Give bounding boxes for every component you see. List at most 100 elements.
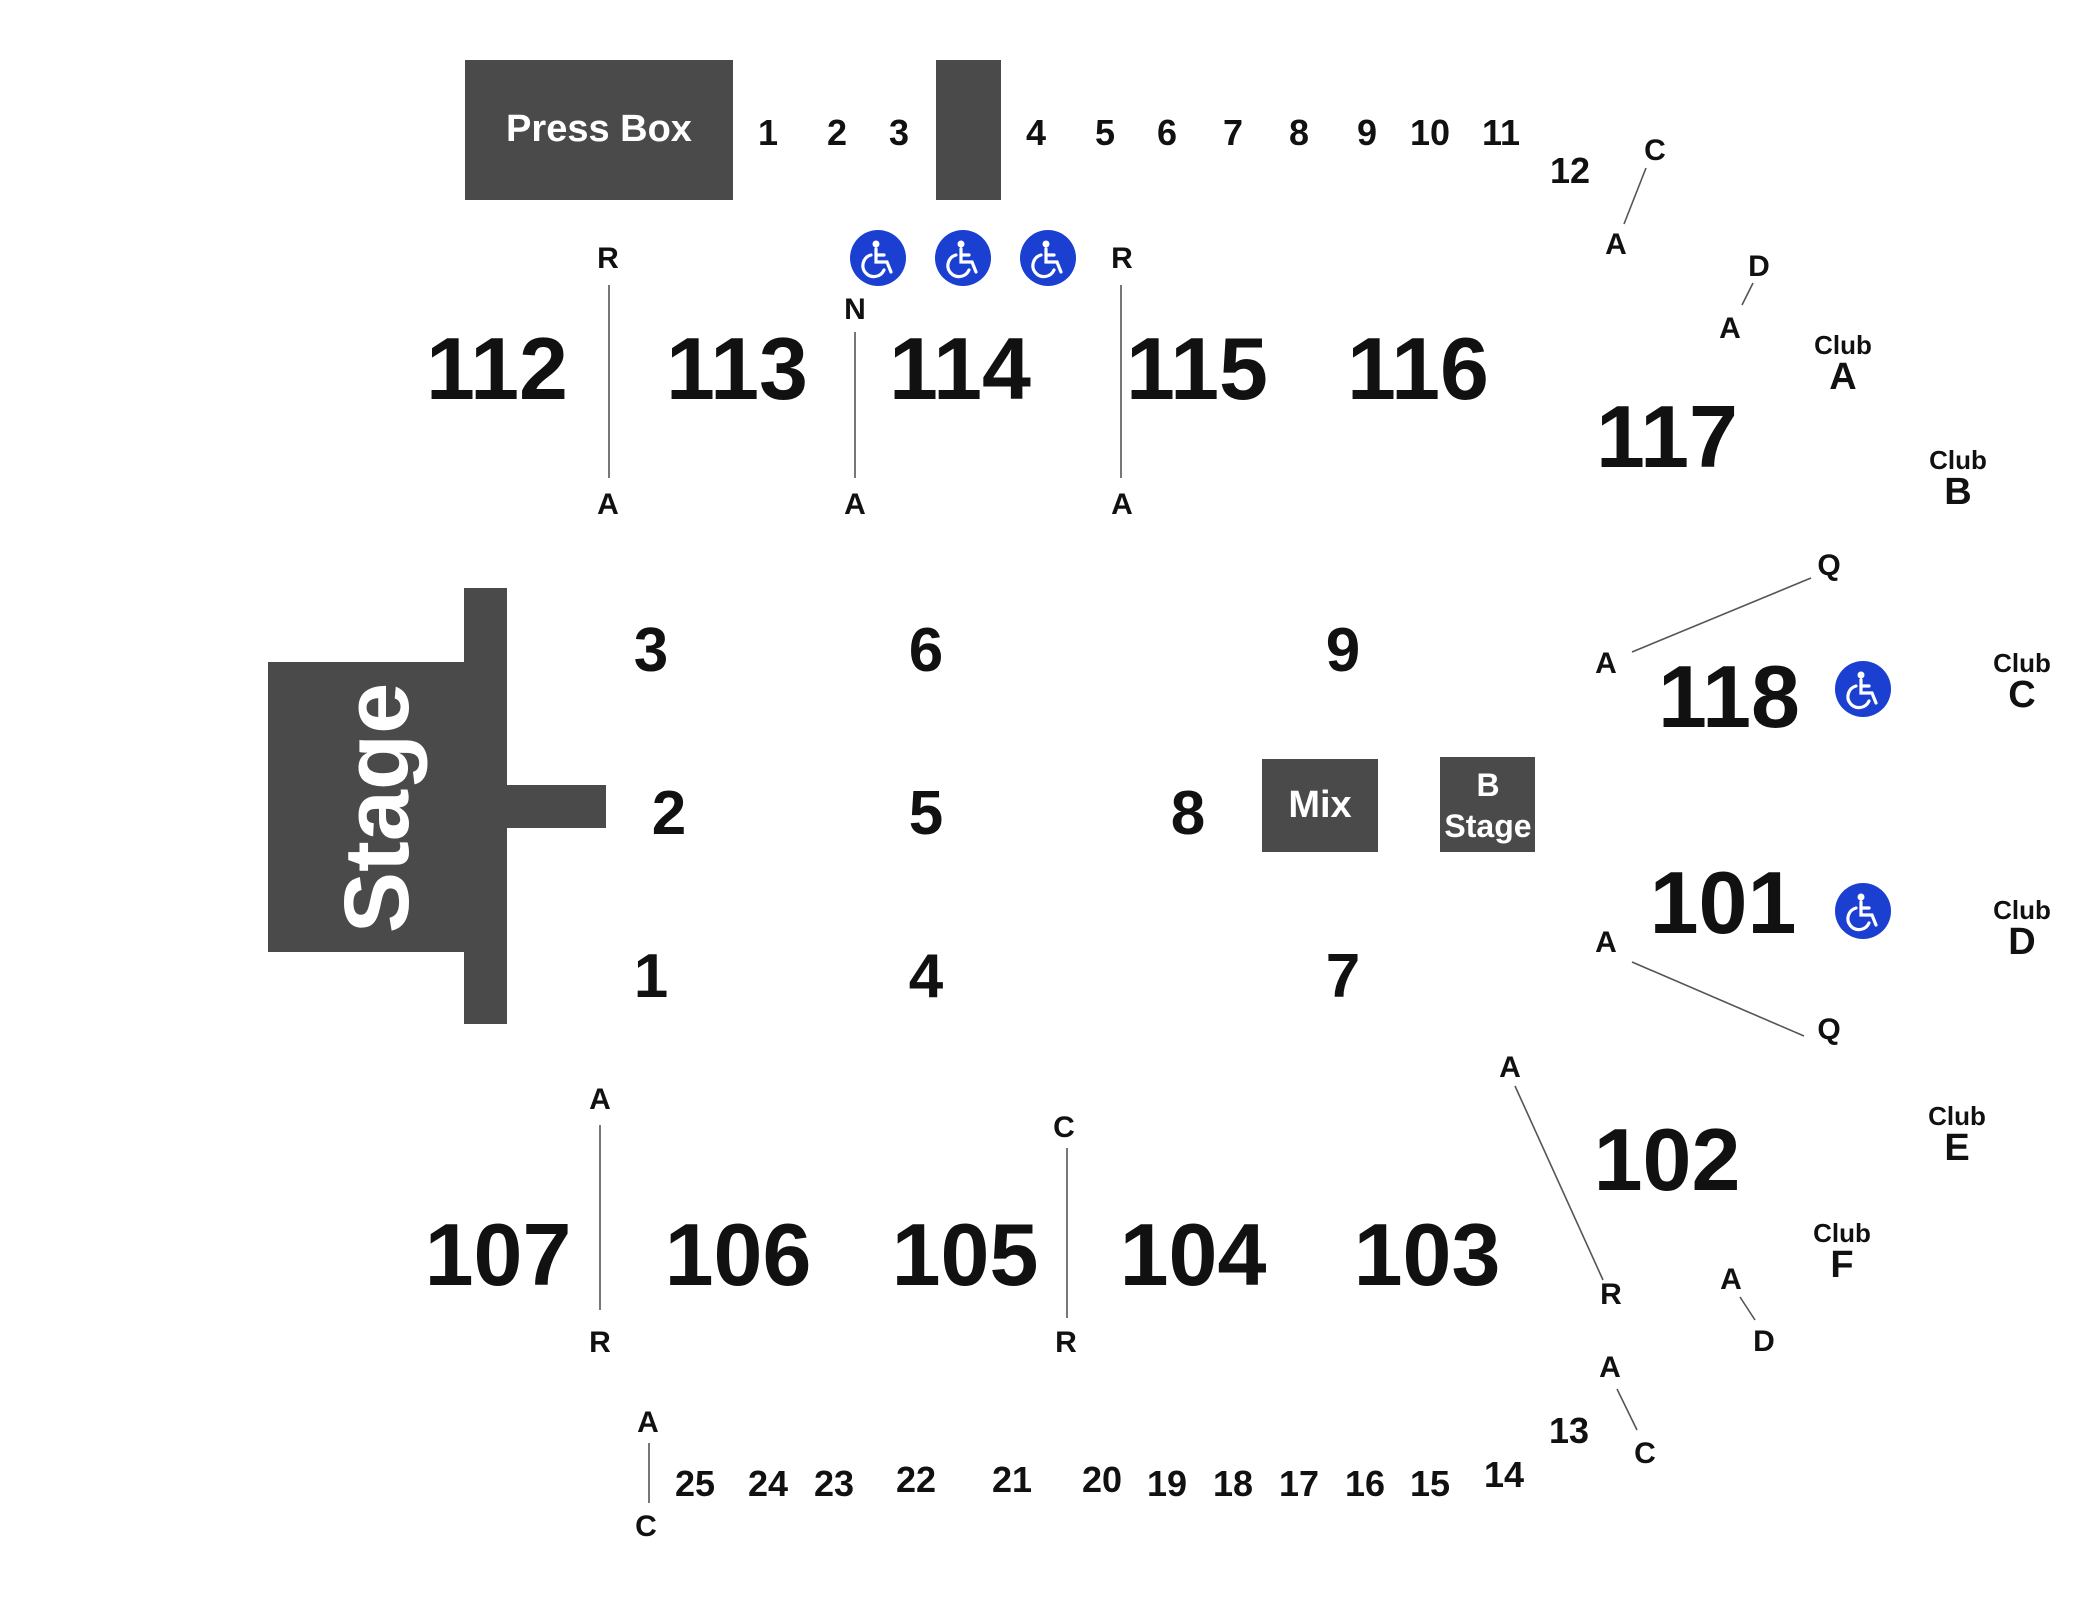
section-116[interactable]: 116 [1347, 319, 1489, 418]
floor-section-2[interactable]: 2 [651, 779, 687, 848]
suite-19[interactable]: 19 [1146, 1463, 1188, 1504]
aisle-line-101 [1631, 961, 1805, 1037]
b-stage-label-line2: Stage [1444, 808, 1532, 844]
row-label: A [1720, 1263, 1742, 1296]
row-label: Q [1817, 1013, 1841, 1046]
suite-25[interactable]: 25 [674, 1463, 716, 1504]
suite-21[interactable]: 21 [991, 1459, 1033, 1500]
section-106[interactable]: 106 [664, 1205, 812, 1304]
wheelchair-accessible-icon [1020, 230, 1076, 286]
suite-8[interactable]: 8 [1288, 112, 1310, 153]
stage-wing [464, 588, 507, 1024]
suite-12[interactable]: 12 [1549, 150, 1591, 191]
press-block [936, 60, 1001, 200]
floor-section-1[interactable]: 1 [633, 942, 669, 1011]
row-label: N [844, 293, 866, 326]
section-104[interactable]: 104 [1119, 1205, 1267, 1304]
suite-1[interactable]: 1 [757, 112, 779, 153]
floor-section-9[interactable]: 9 [1325, 616, 1361, 685]
section-115[interactable]: 115 [1126, 319, 1268, 418]
row-label: C [1644, 134, 1666, 167]
suite-6[interactable]: 6 [1156, 112, 1178, 153]
row-label: C [635, 1510, 657, 1543]
row-label: A [1719, 312, 1741, 345]
suite-11[interactable]: 11 [1481, 112, 1521, 153]
suite-5[interactable]: 5 [1094, 112, 1116, 153]
row-label: C [1053, 1111, 1075, 1144]
wheelchair-accessible-icon [935, 230, 991, 286]
row-label: A [844, 488, 866, 521]
aisle-line-102-ad [1739, 1296, 1756, 1321]
row-label: A [1595, 926, 1617, 959]
aisle-line-117-ac [1623, 167, 1647, 225]
aisle-line-102 [1514, 1085, 1604, 1281]
row-label: A [637, 1406, 659, 1439]
mix-position [1262, 759, 1378, 852]
suite-14[interactable]: 14 [1483, 1454, 1525, 1495]
row-label: R [1055, 1326, 1077, 1359]
wheelchair-accessible-icon [850, 230, 906, 286]
b-stage [1440, 757, 1535, 852]
suite-16[interactable]: 16 [1344, 1463, 1386, 1504]
stage-label: Stage [326, 682, 428, 934]
row-label: Q [1817, 549, 1841, 582]
section-101[interactable]: 101 [1649, 853, 1797, 952]
section-103[interactable]: 103 [1353, 1205, 1501, 1304]
suite-24[interactable]: 24 [747, 1463, 789, 1504]
wheelchair-accessible-icon [1835, 661, 1891, 717]
section-118[interactable]: 118 [1658, 647, 1800, 746]
section-114[interactable]: 114 [889, 319, 1031, 418]
stage-runway [500, 785, 606, 828]
suite-3[interactable]: 3 [888, 112, 910, 153]
floor-section-8[interactable]: 8 [1170, 779, 1206, 848]
suite-10[interactable]: 10 [1409, 112, 1451, 153]
suite-2[interactable]: 2 [826, 112, 848, 153]
suite-22[interactable]: 22 [895, 1459, 937, 1500]
press-box [465, 60, 733, 200]
suite-23[interactable]: 23 [813, 1463, 855, 1504]
section-102[interactable]: 102 [1593, 1110, 1741, 1209]
floor-section-5[interactable]: 5 [908, 779, 944, 848]
section-105[interactable]: 105 [891, 1205, 1039, 1304]
suite-17[interactable]: 17 [1278, 1463, 1320, 1504]
row-label: R [1600, 1278, 1622, 1311]
row-label: R [589, 1326, 611, 1359]
suite-13[interactable]: 13 [1548, 1410, 1590, 1451]
suite-15[interactable]: 15 [1409, 1463, 1451, 1504]
row-label: A [1111, 488, 1133, 521]
wheelchair-accessible-icon [1835, 883, 1891, 939]
row-label: A [1599, 1351, 1621, 1384]
mix-label: Mix [1288, 784, 1352, 826]
row-label: C [1634, 1437, 1656, 1470]
row-label: A [589, 1083, 611, 1116]
suite-4[interactable]: 4 [1025, 112, 1047, 153]
suite-7[interactable]: 7 [1222, 112, 1244, 153]
section-117[interactable]: 117 [1596, 387, 1738, 486]
section-113[interactable]: 113 [666, 319, 808, 418]
floor-section-3[interactable]: 3 [633, 616, 669, 685]
row-label: R [597, 242, 619, 275]
suite-20[interactable]: 20 [1081, 1459, 1123, 1500]
suite-9[interactable]: 9 [1356, 112, 1378, 153]
floor-section-7[interactable]: 7 [1325, 942, 1361, 1011]
suite-18[interactable]: 18 [1212, 1463, 1254, 1504]
aisle-line-13 [1616, 1388, 1638, 1431]
section-112[interactable]: 112 [426, 319, 568, 418]
b-stage-label-line1: B [1476, 767, 1500, 803]
floor-section-4[interactable]: 4 [908, 942, 944, 1011]
row-label: D [1748, 250, 1770, 283]
row-label: R [1111, 242, 1133, 275]
row-label: A [1595, 647, 1617, 680]
row-label: A [1499, 1051, 1521, 1084]
floor-section-6[interactable]: 6 [908, 616, 944, 685]
section-107[interactable]: 107 [424, 1205, 572, 1304]
row-label: A [597, 488, 619, 521]
row-label: D [1753, 1325, 1775, 1358]
